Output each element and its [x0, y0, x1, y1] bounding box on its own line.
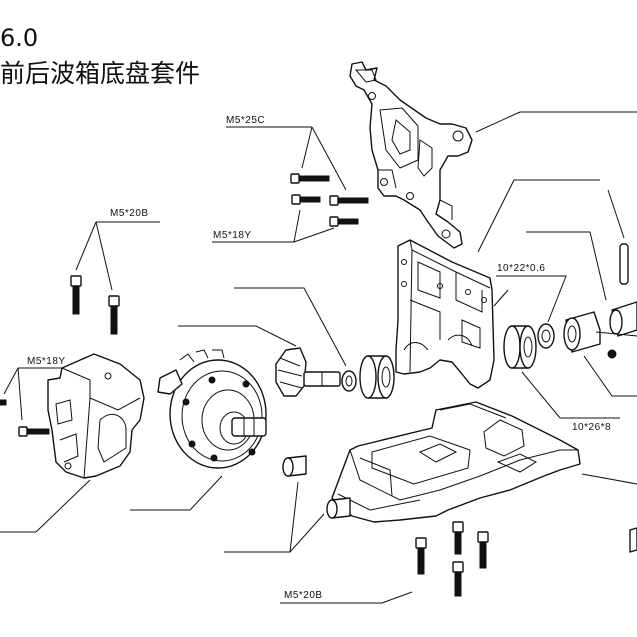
label-m5x20b-bottom: M5*20B: [284, 590, 323, 601]
callout-line: [3, 367, 19, 395]
set-screw: [607, 349, 617, 359]
callout-line: [280, 591, 413, 604]
callout-line: [493, 289, 509, 307]
screw-group-m5x20b-bottom: [415, 521, 489, 597]
screw-group-m5x25c: [290, 173, 369, 206]
gearbox-bulkhead: [395, 239, 495, 389]
callout-line: [178, 325, 297, 347]
label-m5x20b-left: M5*20B: [110, 208, 149, 219]
label-m5x25c: M5*25C: [226, 115, 265, 126]
bearing-center: [359, 355, 395, 399]
callout-line: [35, 479, 91, 533]
chassis-plate: [331, 401, 581, 523]
callout-line: [521, 371, 561, 419]
shock-tower: [349, 61, 473, 249]
screw-group-m5x18y-top: [291, 194, 359, 227]
differential-gear: [157, 349, 267, 469]
label-m5x18y-top: M5*18Y: [213, 230, 252, 241]
callout-line: [301, 126, 313, 169]
callout-line: [477, 179, 600, 253]
label-bearing-10x26: 10*26*8: [572, 422, 611, 433]
edge-part: [629, 527, 637, 553]
callout-line: [189, 475, 223, 511]
spacer-upper: [282, 455, 307, 477]
callout-line: [234, 287, 347, 367]
pinion-gear: [275, 347, 341, 397]
washer-10x22: [537, 323, 555, 349]
callout-line: [475, 111, 521, 133]
label-washer-10x22: 10*22*0.6: [497, 263, 545, 274]
callout-line: [311, 126, 347, 191]
outdrive-right: [609, 301, 637, 337]
kit-title: 前后波箱底盘套件: [0, 59, 200, 88]
screw-group-m5x18y-left: [0, 399, 50, 437]
callout-line: [75, 221, 97, 271]
callout-line: [496, 275, 567, 323]
dowel-pin: [619, 243, 629, 285]
version-number: 6.0: [0, 24, 38, 52]
label-m5x18y-left: M5*18Y: [27, 356, 66, 367]
callout-line: [526, 231, 607, 301]
differential-case: [47, 353, 145, 479]
bearing-right: [503, 325, 537, 369]
washer-small: [341, 370, 357, 392]
callout-line: [595, 331, 637, 337]
output-cup: [563, 311, 601, 353]
callout-line: [607, 189, 625, 239]
callout-line: [17, 367, 23, 421]
callout-line: [293, 227, 335, 243]
callout-line: [289, 481, 299, 553]
callout-line: [95, 221, 113, 291]
callout-line: [224, 513, 325, 553]
callout-line: [581, 473, 637, 485]
screw-group-m5x20b-left: [70, 275, 120, 335]
callout-line: [293, 209, 301, 243]
spacer-lower: [326, 497, 351, 519]
callout-line: [583, 355, 637, 397]
